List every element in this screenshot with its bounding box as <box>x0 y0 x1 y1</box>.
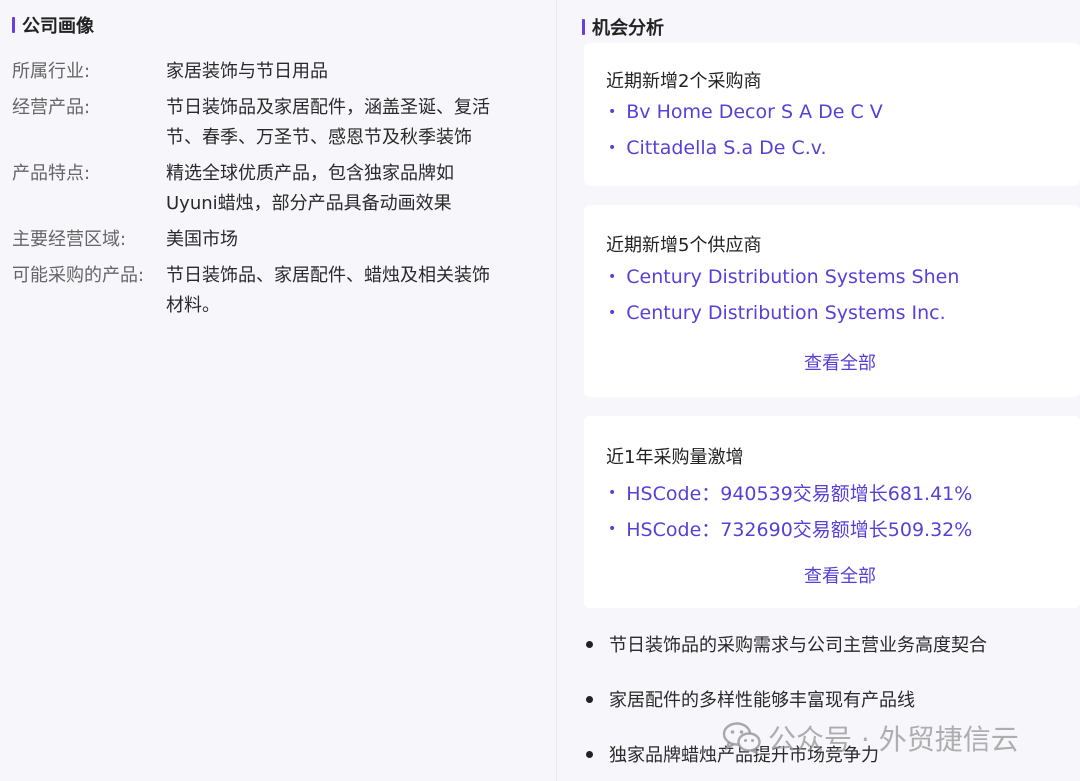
profile-value: 节日装饰品及家居配件，涵盖圣诞、复活 节、春季、万圣节、感恩节及秋季装饰 <box>166 93 526 153</box>
bullet-dot-icon: • <box>608 484 617 501</box>
watermark: 公众号 · 外贸捷信云 <box>722 718 1019 758</box>
card-title: 近期新增5个供应商 <box>606 235 762 256</box>
opportunity-section-title: 机会分析 <box>582 14 664 40</box>
company-profile-panel <box>0 0 556 781</box>
profile-value-line: 节、春季、万圣节、感恩节及秋季装饰 <box>166 127 472 148</box>
supplier-link[interactable]: • Century Distribution Systems Shen <box>608 266 959 288</box>
hscode-link[interactable]: • HSCode：732690交易额增长509.32% <box>608 515 972 542</box>
view-all-hscodes-button[interactable]: 查看全部 <box>804 566 876 587</box>
view-all-suppliers-button[interactable]: 查看全部 <box>804 353 876 374</box>
profile-value: 精选全球优质产品，包含独家品牌如 Uyuni蜡烛，部分产品具备动画效果 <box>166 159 526 219</box>
hscode-link-text: HSCode：732690交易额增长509.32% <box>626 519 973 541</box>
bullet-dot-icon: • <box>608 104 617 120</box>
wechat-icon <box>722 722 761 755</box>
buyer-link[interactable]: • Cittadella S.a De C.v. <box>608 137 827 159</box>
card-title: 近1年采购量激增 <box>606 447 744 468</box>
title-accent-bar <box>12 17 15 33</box>
profile-key: 产品特点: <box>12 163 91 184</box>
bullet-dot-icon: • <box>608 305 617 321</box>
card-title: 近期新增2个采购商 <box>606 71 762 92</box>
profile-row-region: 主要经营区域: 美国市场 <box>12 225 526 255</box>
reason-item: 独家品牌蜡烛产品提升市场竞争力 <box>586 741 879 767</box>
profile-row-possible-purchases: 可能采购的产品: 节日装饰品、家居配件、蜡烛及相关装饰 材料。 <box>12 261 526 321</box>
profile-value-line: 精选全球优质产品，包含独家品牌如 <box>166 163 454 184</box>
profile-section-title: 公司画像 <box>12 12 94 38</box>
profile-row-industry: 所属行业: 家居装饰与节日用品 <box>12 57 526 87</box>
profile-key: 经营产品: <box>12 97 91 118</box>
hscode-link-text: HSCode：940539交易额增长681.41% <box>626 483 973 505</box>
profile-row-features: 产品特点: 精选全球优质产品，包含独家品牌如 Uyuni蜡烛，部分产品具备动画效… <box>12 159 526 219</box>
buyer-link-text: Bv Home Decor S A De C V <box>626 101 883 123</box>
bullet-icon <box>586 640 593 648</box>
card-new-suppliers: 近期新增5个供应商 • Century Distribution Systems… <box>584 205 1080 397</box>
buyer-link-text: Cittadella S.a De C.v. <box>626 137 827 159</box>
profile-value: 美国市场 <box>166 229 238 250</box>
opportunity-title-text: 机会分析 <box>592 18 664 39</box>
reason-text: 节日装饰品的采购需求与公司主营业务高度契合 <box>609 635 987 656</box>
profile-row-products: 经营产品: 节日装饰品及家居配件，涵盖圣诞、复活 节、春季、万圣节、感恩节及秋季… <box>12 93 526 153</box>
panel-divider <box>556 0 557 781</box>
reason-text: 独家品牌蜡烛产品提升市场竞争力 <box>609 745 879 766</box>
reason-item: 家居配件的多样性能够丰富现有产品线 <box>586 686 915 712</box>
profile-value-line: 节日装饰品及家居配件，涵盖圣诞、复活 <box>166 97 490 118</box>
card-purchase-surge: 近1年采购量激增 • HSCode：940539交易额增长681.41% • H… <box>584 416 1080 608</box>
card-new-buyers: 近期新增2个采购商 • Bv Home Decor S A De C V • C… <box>584 43 1080 186</box>
supplier-link-text: Century Distribution Systems Shen <box>626 266 960 288</box>
reason-item: 节日装饰品的采购需求与公司主营业务高度契合 <box>586 631 987 657</box>
profile-value-line: Uyuni蜡烛，部分产品具备动画效果 <box>166 193 452 214</box>
bullet-dot-icon: • <box>608 520 617 537</box>
profile-key: 可能采购的产品: <box>12 265 145 286</box>
profile-title-text: 公司画像 <box>22 16 94 37</box>
profile-value: 节日装饰品、家居配件、蜡烛及相关装饰 材料。 <box>166 261 526 321</box>
profile-key: 所属行业: <box>12 61 91 82</box>
profile-value: 家居装饰与节日用品 <box>166 61 328 82</box>
watermark-text: 公众号 · 外贸捷信云 <box>768 723 1019 756</box>
profile-value-line: 材料。 <box>166 295 220 316</box>
bullet-dot-icon: • <box>608 140 617 156</box>
hscode-link[interactable]: • HSCode：940539交易额增长681.41% <box>608 479 972 506</box>
supplier-link[interactable]: • Century Distribution Systems Inc. <box>608 302 946 324</box>
reason-text: 家居配件的多样性能够丰富现有产品线 <box>609 690 915 711</box>
bullet-icon <box>586 750 593 758</box>
profile-value-line: 节日装饰品、家居配件、蜡烛及相关装饰 <box>166 265 490 286</box>
profile-key: 主要经营区域: <box>12 229 127 250</box>
supplier-link-text: Century Distribution Systems Inc. <box>626 302 946 324</box>
bullet-dot-icon: • <box>608 269 617 285</box>
title-accent-bar <box>582 19 585 35</box>
buyer-link[interactable]: • Bv Home Decor S A De C V <box>608 101 883 123</box>
bullet-icon <box>586 695 593 703</box>
